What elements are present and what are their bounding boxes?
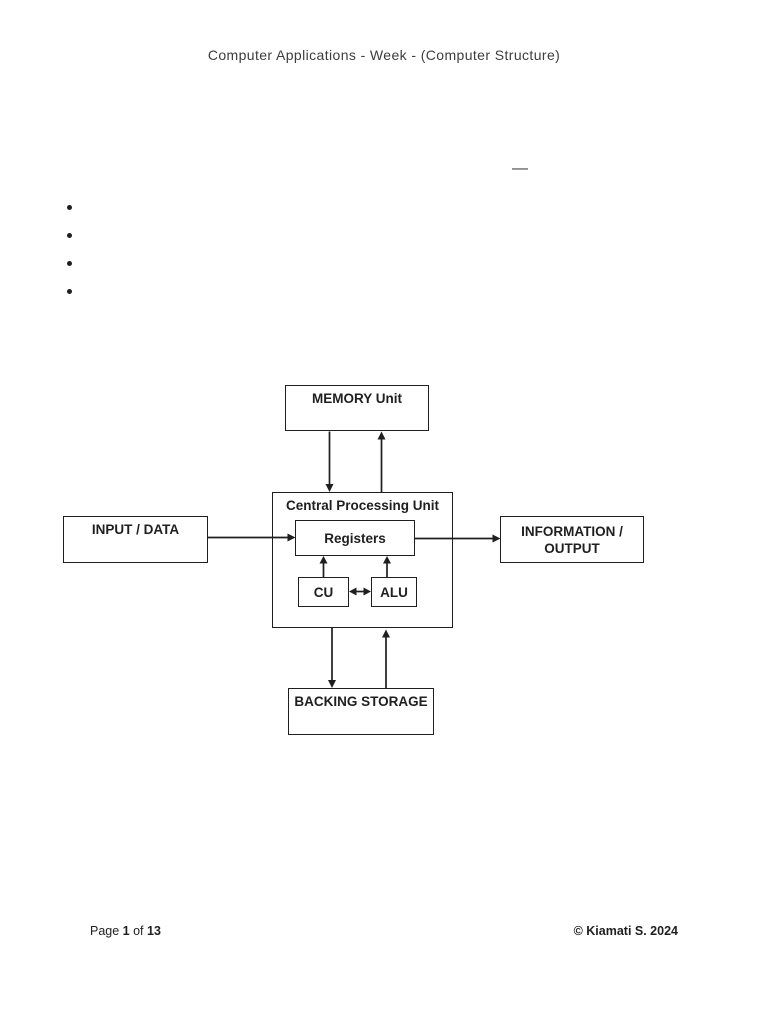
cu-label: CU xyxy=(313,584,334,600)
memory-unit-label: MEMORY Unit xyxy=(312,391,402,406)
bullet-marker xyxy=(67,205,72,210)
bullet-marker xyxy=(67,261,72,266)
alu-label: ALU xyxy=(380,584,408,600)
information-output-box: INFORMATION / OUTPUT xyxy=(500,516,644,563)
cu-box: CU xyxy=(298,577,349,607)
alu-box: ALU xyxy=(371,577,417,607)
page-number: 1 xyxy=(122,924,130,938)
arrow-cpu-to-memory xyxy=(377,431,386,492)
registers-label: Registers xyxy=(324,530,386,546)
arrow-backing-to-cpu xyxy=(382,629,390,688)
registers-box: Registers xyxy=(295,520,415,556)
blank-heading-dash: — xyxy=(512,160,528,177)
page-word: Page xyxy=(90,924,123,938)
cpu-label: Central Processing Unit xyxy=(285,498,440,513)
bullet-marker xyxy=(67,289,72,294)
arrow-memory-to-cpu xyxy=(325,431,334,492)
of-word: of xyxy=(129,924,147,938)
input-data-label: INPUT / DATA xyxy=(91,522,180,537)
page-number-indicator: Page 1 of 13 xyxy=(90,924,161,938)
cpu-box: Central Processing Unit xyxy=(272,492,453,628)
memory-unit-box: MEMORY Unit xyxy=(285,385,429,431)
bullet-marker xyxy=(67,233,72,238)
page-total: 13 xyxy=(147,924,161,938)
document-header-title: Computer Applications - Week - (Computer… xyxy=(207,47,561,63)
input-data-box: INPUT / DATA xyxy=(63,516,208,563)
backing-storage-label: BACKING STORAGE xyxy=(294,694,428,709)
information-output-label: INFORMATION / OUTPUT xyxy=(521,524,623,556)
backing-storage-box: BACKING STORAGE xyxy=(288,688,434,735)
copyright-notice: © Kiamati S. 2024 xyxy=(573,924,678,938)
arrow-cpu-to-backing xyxy=(328,628,336,688)
